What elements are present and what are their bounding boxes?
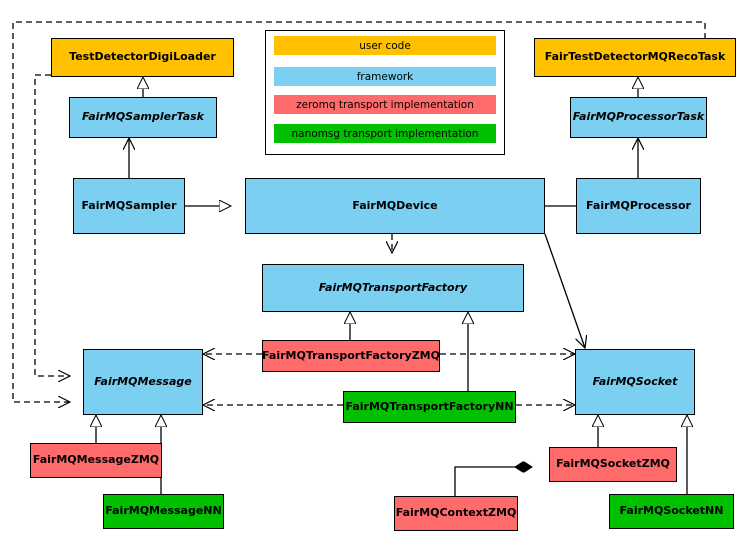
edge-device-socket xyxy=(544,233,585,348)
class-node-fairmqtransportfactoryzmq[interactable]: FairMQTransportFactoryZMQ xyxy=(262,340,440,372)
legend-label-zeromq: zeromq transport implementation xyxy=(296,98,474,111)
class-node-fairmqcontextzmq[interactable]: FairMQContextZMQ xyxy=(394,496,518,531)
class-label-fairmqprocessor: FairMQProcessor xyxy=(586,198,691,212)
class-node-fairmqprocessortask[interactable]: FairMQProcessorTask xyxy=(570,97,707,138)
class-node-fairmqsocketzmq[interactable]: FairMQSocketZMQ xyxy=(549,447,677,482)
legend-item-nanomsg: nanomsg transport implementation xyxy=(274,124,496,143)
class-label-fairmqtransportfactoryzmq: FairMQTransportFactoryZMQ xyxy=(262,348,440,362)
class-label-fairmqprocessortask: FairMQProcessorTask xyxy=(572,110,705,124)
class-label-fairmqmessagenn: FairMQMessageNN xyxy=(105,504,222,518)
class-label-fairmqsocketzmq: FairMQSocketZMQ xyxy=(556,457,670,471)
class-label-fairtestdetectormqrecotask: FairTestDetectorMQRecoTask xyxy=(544,50,726,64)
class-node-fairmqsocket[interactable]: FairMQSocket xyxy=(575,349,695,415)
class-node-fairmqtransportfactory[interactable]: FairMQTransportFactory xyxy=(262,264,524,312)
class-node-fairmqmessagenn[interactable]: FairMQMessageNN xyxy=(103,494,224,529)
class-label-fairmqsocket: FairMQSocket xyxy=(592,374,678,388)
class-label-fairmqtransportfactory: FairMQTransportFactory xyxy=(318,280,468,294)
class-node-fairmqmessagezmq[interactable]: FairMQMessageZMQ xyxy=(30,443,162,478)
class-node-fairmqprocessor[interactable]: FairMQProcessor xyxy=(576,178,701,234)
class-label-fairmqsocketnn: FairMQSocketNN xyxy=(619,504,724,518)
class-label-fairmqtransportfactorynn: FairMQTransportFactoryNN xyxy=(345,399,514,413)
class-node-fairtestdetectormqrecotask[interactable]: FairTestDetectorMQRecoTask xyxy=(534,38,736,77)
legend-label-nanomsg: nanomsg transport implementation xyxy=(291,127,479,140)
legend-item-zeromq: zeromq transport implementation xyxy=(274,95,496,114)
legend-item-user-code: user code xyxy=(274,36,496,55)
legend-label-user-code: user code xyxy=(359,39,411,52)
class-label-fairmqcontextzmq: FairMQContextZMQ xyxy=(395,506,517,520)
class-node-fairmqsamplertask[interactable]: FairMQSamplerTask xyxy=(69,97,217,138)
class-label-fairmqmessage: FairMQMessage xyxy=(94,374,192,388)
class-label-fairmqsampler: FairMQSampler xyxy=(81,198,177,212)
class-label-fairmqsamplertask: FairMQSamplerTask xyxy=(82,110,204,124)
class-label-testdetectordigiloader: TestDetectorDigiLoader xyxy=(69,50,216,64)
edge-digiloader-message xyxy=(34,74,70,376)
class-node-fairmqtransportfactorynn[interactable]: FairMQTransportFactoryNN xyxy=(343,391,516,423)
class-node-fairmqdevice[interactable]: FairMQDevice xyxy=(245,178,545,234)
class-node-fairmqsampler[interactable]: FairMQSampler xyxy=(73,178,185,234)
class-node-testdetectordigiloader[interactable]: TestDetectorDigiLoader xyxy=(51,38,234,77)
class-node-fairmqmessage[interactable]: FairMQMessage xyxy=(83,349,203,415)
legend-label-framework: framework xyxy=(356,70,414,83)
class-label-fairmqdevice: FairMQDevice xyxy=(352,198,438,212)
legend-item-framework: framework xyxy=(274,67,496,86)
class-label-fairmqmessagezmq: FairMQMessageZMQ xyxy=(32,453,160,467)
class-node-fairmqsocketnn[interactable]: FairMQSocketNN xyxy=(609,494,734,529)
